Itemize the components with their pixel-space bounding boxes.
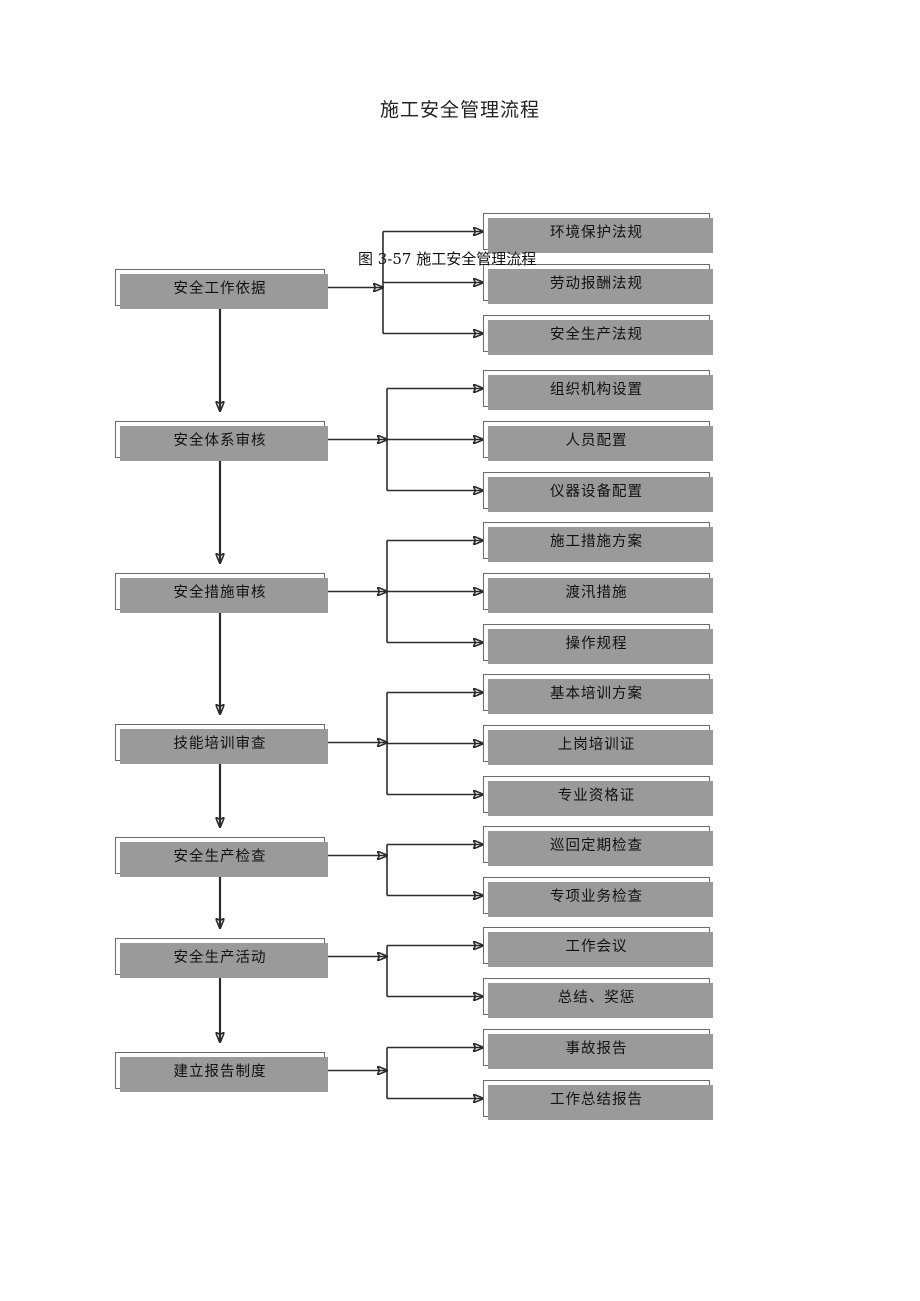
branch-node-4-2[interactable]: 上岗培训证: [483, 725, 713, 765]
stage-node-5[interactable]: 安全生产检查: [115, 837, 328, 877]
branch-node-1-3[interactable]: 安全生产法规: [483, 315, 713, 355]
stage-node-2[interactable]: 安全体系审核: [115, 421, 328, 461]
page-title: 施工安全管理流程: [379, 99, 540, 121]
stage-node-4[interactable]: 技能培训审查: [115, 724, 328, 764]
branch-node-3-2[interactable]: 渡汛措施: [483, 573, 713, 613]
stage-node-7[interactable]: 建立报告制度: [115, 1052, 328, 1092]
branch-node-2-2[interactable]: 人员配置: [483, 421, 713, 461]
figure-caption: 图 3-57 施工安全管理流程: [358, 250, 537, 268]
branch-node-7-1[interactable]: 事故报告: [483, 1029, 713, 1069]
branch-node-5-1[interactable]: 巡回定期检查: [483, 826, 713, 866]
stage-node-3[interactable]: 安全措施审核: [115, 573, 328, 613]
branch-node-7-2[interactable]: 工作总结报告: [483, 1080, 713, 1120]
stage-node-6[interactable]: 安全生产活动: [115, 938, 328, 978]
branch-node-2-3[interactable]: 仪器设备配置: [483, 472, 713, 512]
branch-node-4-1[interactable]: 基本培训方案: [483, 674, 713, 714]
branch-node-5-2[interactable]: 专项业务检查: [483, 877, 713, 917]
branch-node-3-3[interactable]: 操作规程: [483, 624, 713, 664]
branch-node-4-3[interactable]: 专业资格证: [483, 776, 713, 816]
branch-node-6-2[interactable]: 总结、奖惩: [483, 978, 713, 1018]
branch-node-1-2[interactable]: 劳动报酬法规: [483, 264, 713, 304]
stage-node-1[interactable]: 安全工作依据: [115, 269, 328, 309]
branch-node-1-1[interactable]: 环境保护法规: [483, 213, 713, 253]
branch-node-2-1[interactable]: 组织机构设置: [483, 370, 713, 410]
branch-node-3-1[interactable]: 施工措施方案: [483, 522, 713, 562]
branch-node-6-1[interactable]: 工作会议: [483, 927, 713, 967]
